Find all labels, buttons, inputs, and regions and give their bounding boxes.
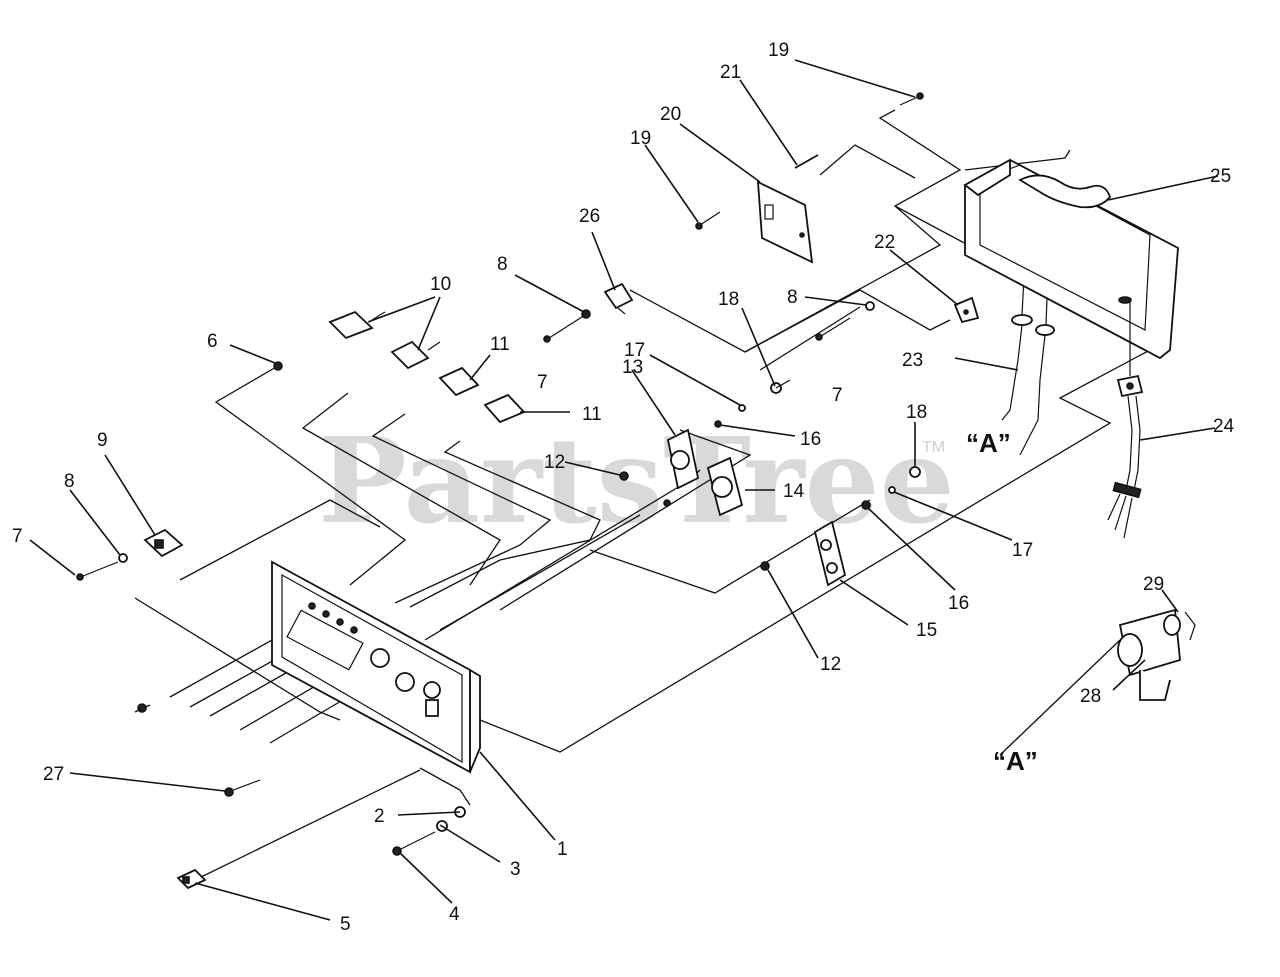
part-26-connector <box>603 282 634 315</box>
part-20-circuit-board <box>756 180 814 264</box>
label-part-29: 29 <box>1143 574 1164 595</box>
parts-28-29-ignition-switch <box>1117 608 1196 701</box>
label-part-18-lower: 18 <box>906 402 927 423</box>
part-19-screws <box>695 92 924 230</box>
label-part-11-upper: 11 <box>490 334 510 355</box>
label-part-23: 23 <box>902 350 923 371</box>
label-part-12-right: 12 <box>820 654 841 675</box>
label-part-24: 24 <box>1213 416 1235 437</box>
label-part-3: 3 <box>510 859 521 880</box>
label-part-2: 2 <box>374 806 385 827</box>
part-15-duplex-outlet <box>813 520 847 587</box>
part-24-cable <box>1107 340 1144 539</box>
label-part-14: 14 <box>783 481 805 502</box>
label-part-7-right: 7 <box>832 385 843 406</box>
label-part-16-lower: 16 <box>948 593 969 614</box>
part-21-pin <box>794 154 819 169</box>
label-part-27: 27 <box>43 764 64 785</box>
parts-16-17-18-hardware <box>714 379 921 510</box>
label-part-26: 26 <box>579 206 600 227</box>
callout-labels: 1 2 3 4 5 6 7 7 7 8 8 8 9 10 11 11 12 12… <box>12 40 1235 935</box>
label-part-4: 4 <box>449 904 460 925</box>
label-part-7-left: 7 <box>12 526 23 547</box>
part-27-screw <box>137 703 261 797</box>
part-14-receptacle <box>706 456 744 517</box>
part-5-connector <box>176 868 207 890</box>
label-detail-a-lower: “A” <box>993 746 1038 776</box>
part-25-control-box <box>963 158 1179 360</box>
label-part-7-middle: 7 <box>537 372 548 393</box>
label-part-19-left: 19 <box>630 128 651 149</box>
label-part-22: 22 <box>874 232 895 253</box>
label-part-28: 28 <box>1080 686 1101 707</box>
label-part-6: 6 <box>207 331 218 352</box>
label-part-21: 21 <box>720 62 741 83</box>
label-part-17-upper: 17 <box>624 340 645 361</box>
part-7-screws <box>76 314 851 581</box>
label-part-1: 1 <box>557 839 568 860</box>
part-6-nut <box>273 361 283 371</box>
label-part-16-upper: 16 <box>800 429 821 450</box>
label-detail-a-upper: “A” <box>966 428 1011 458</box>
label-part-15: 15 <box>916 620 937 641</box>
label-part-8-left: 8 <box>64 471 75 492</box>
leader-lines <box>29 59 1219 921</box>
label-part-19-top: 19 <box>768 40 789 61</box>
watermark-tm: TM <box>922 439 945 456</box>
part-10-breakers <box>328 310 441 370</box>
label-part-20: 20 <box>660 104 681 125</box>
label-part-17-lower: 17 <box>1012 540 1033 561</box>
label-part-12-left: 12 <box>544 452 565 473</box>
control-panel-part-1 <box>271 560 481 774</box>
part-12-nuts <box>619 471 770 571</box>
label-part-13: 13 <box>622 357 643 378</box>
label-part-10: 10 <box>430 274 451 295</box>
part-22-clamp <box>953 296 980 324</box>
part-13-receptacle <box>666 428 700 490</box>
label-part-9: 9 <box>97 430 108 451</box>
label-part-18-upper: 18 <box>718 289 739 310</box>
label-part-11-lower: 11 <box>582 404 602 425</box>
part-9-switch <box>143 528 184 558</box>
watermark-text: PartsTree <box>318 411 955 550</box>
label-part-8-right: 8 <box>787 287 798 308</box>
label-part-25: 25 <box>1210 166 1231 187</box>
label-part-5: 5 <box>340 914 351 935</box>
label-part-8-middle: 8 <box>497 254 508 275</box>
